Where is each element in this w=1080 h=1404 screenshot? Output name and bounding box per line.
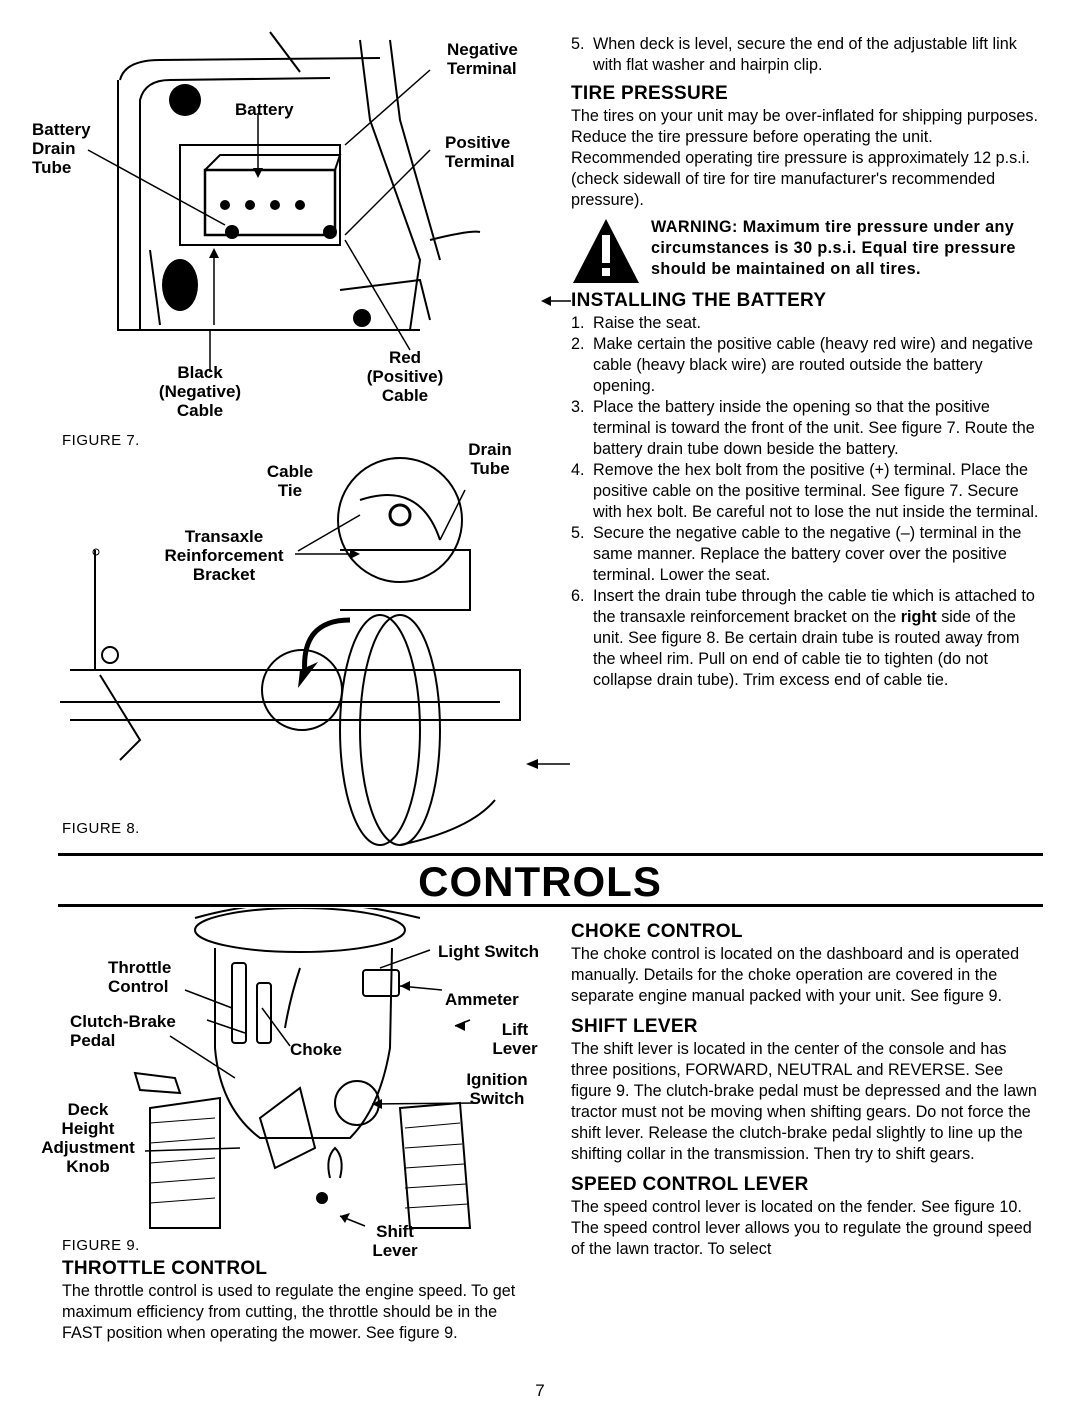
black-negative-cable-label: Black (Negative) Cable [158, 363, 242, 420]
throttle-control-heading: THROTTLE CONTROL [62, 1258, 268, 1279]
throttle-control-body: The throttle control is used to regulate… [62, 1282, 516, 1342]
speed-control-lever-body: The speed control lever is located on th… [571, 1198, 1032, 1258]
step-number: 5. [571, 35, 585, 53]
figure-9-caption: FIGURE 9. [62, 1237, 140, 1254]
negative-terminal-label: Negative Terminal [447, 40, 518, 78]
list-item: 2.Make certain the positive cable (heavy… [571, 335, 1033, 395]
cable-tie-label: Cable Tie [266, 462, 314, 500]
tire-pressure-heading: TIRE PRESSURE [571, 83, 728, 104]
list-item: 4.Remove the hex bolt from the positive … [571, 461, 1039, 521]
list-item: 5.Secure the negative cable to the negat… [571, 524, 1022, 584]
controls-title: CONTROLS [418, 858, 662, 905]
divider [58, 904, 1043, 907]
shift-lever-heading: SHIFT LEVER [571, 1016, 698, 1037]
tire-pressure-body: The tires on your unit may be over-infla… [571, 107, 1038, 209]
shift-lever-body: The shift lever is located in the center… [571, 1040, 1037, 1163]
step-text: When deck is level, secure the end of th… [593, 35, 1017, 74]
installing-battery-steps: 1.Raise the seat. 2.Make certain the pos… [571, 313, 1046, 691]
figure-9-illustration [133, 908, 479, 1229]
warning-triangle-icon [573, 219, 639, 283]
deck-height-adjustment-knob-label: Deck Height Adjustment Knob [41, 1100, 135, 1176]
light-switch-label: Light Switch [438, 942, 540, 961]
deck-level-step-5: 5. When deck is level, secure the end of… [571, 34, 1046, 76]
clutch-brake-pedal-label: Clutch-Brake Pedal [70, 1012, 176, 1050]
figure-8-caption: FIGURE 8. [62, 820, 140, 837]
battery-label: Battery [235, 100, 294, 119]
shift-lever-label: Shift Lever [372, 1222, 418, 1260]
figure-8-illustration [60, 457, 521, 846]
list-item: 3.Place the battery inside the opening s… [571, 398, 1035, 458]
installing-battery-heading: INSTALLING THE BATTERY [571, 290, 827, 311]
positive-terminal-label: Positive Terminal [445, 133, 515, 171]
list-item: 6.Insert the drain tube through the cabl… [571, 587, 1035, 689]
lift-lever-label: Lift Lever [492, 1020, 538, 1058]
battery-drain-tube-label: Battery Drain Tube [32, 120, 91, 177]
tire-pressure-warning: WARNING: Maximum tire pressure under any… [571, 217, 1046, 285]
page-number: 7 [535, 1381, 545, 1400]
right-column-top: 5. When deck is level, secure the end of… [541, 34, 1046, 691]
warning-text: WARNING: Maximum tire pressure under any… [651, 218, 1016, 278]
figure-7-illustration [87, 31, 481, 372]
choke-control-heading: CHOKE CONTROL [571, 921, 743, 942]
figure-7-caption: FIGURE 7. [62, 432, 140, 449]
transaxle-reinforcement-bracket-label: Transaxle Reinforcement Bracket [164, 527, 284, 584]
speed-control-lever-heading: SPEED CONTROL LEVER [571, 1174, 809, 1195]
left-arrow-icon [526, 759, 570, 769]
choke-label: Choke [290, 1040, 342, 1059]
red-positive-cable-label: Red (Positive) Cable [366, 348, 444, 405]
left-arrow-icon [541, 296, 571, 306]
throttle-control-section: THROTTLE CONTROL The throttle control is… [62, 1257, 528, 1344]
drain-tube-label: Drain Tube [468, 440, 512, 478]
list-item: 1.Raise the seat. [571, 314, 701, 332]
ignition-switch-label: Ignition Switch [466, 1070, 528, 1108]
controls-right-column: CHOKE CONTROL The choke control is locat… [571, 920, 1046, 1260]
ammeter-label: Ammeter [445, 990, 519, 1009]
divider [58, 853, 1043, 856]
throttle-control-label: Throttle Control [108, 958, 172, 996]
choke-control-body: The choke control is located on the dash… [571, 945, 1020, 1005]
